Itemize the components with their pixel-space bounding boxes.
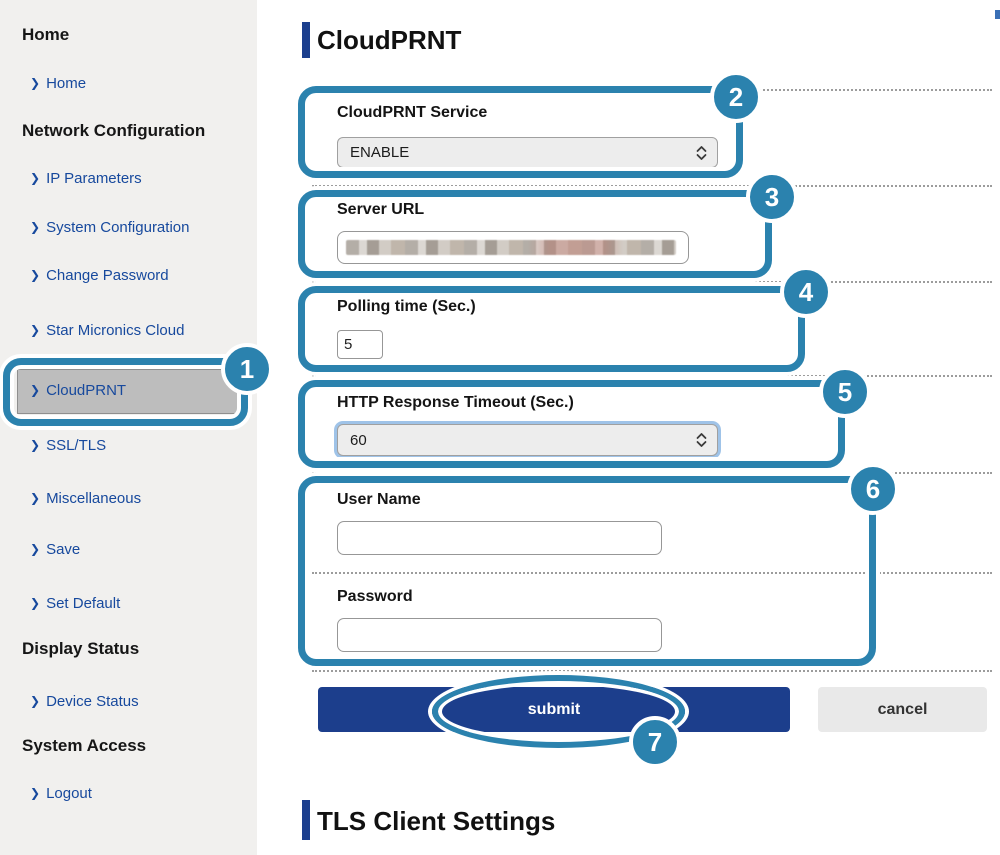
sidebar-item-save[interactable]: ❯ Save	[30, 541, 80, 558]
sidebar-item-ssl-tls[interactable]: ❯ SSL/TLS	[30, 437, 106, 454]
password-input[interactable]	[337, 618, 662, 652]
submit-button[interactable]: submit	[318, 687, 790, 732]
chevron-right-icon: ❯	[30, 542, 41, 556]
chevron-right-icon: ❯	[30, 694, 41, 708]
password-label: Password	[337, 588, 413, 605]
sidebar-item-star-micronics-cloud[interactable]: ❯ Star Micronics Cloud	[30, 322, 184, 339]
chevron-right-icon: ❯	[30, 438, 41, 452]
sidebar-item-label: IP Parameters	[46, 170, 142, 187]
sidebar-item-ip-parameters[interactable]: ❯ IP Parameters	[30, 170, 142, 187]
chevron-right-icon: ❯	[30, 786, 41, 800]
cloudprnt-service-label: CloudPRNT Service	[337, 104, 488, 121]
redacted-url-value	[346, 240, 676, 255]
sidebar-item-label: Home	[46, 75, 87, 92]
sidebar-item-label: SSL/TLS	[46, 437, 107, 454]
heading-accent-bar	[302, 22, 310, 58]
sidebar-item-cloudprnt[interactable]: ❯ CloudPRNT	[30, 382, 126, 399]
server-url-label: Server URL	[337, 201, 425, 218]
http-response-timeout-value: 60	[350, 431, 367, 449]
chevron-right-icon: ❯	[30, 171, 41, 185]
http-response-timeout-select[interactable]: 60	[337, 424, 718, 456]
heading-accent-bar	[302, 800, 310, 840]
sidebar-heading-display: Display Status	[22, 639, 140, 658]
sidebar-item-home[interactable]: ❯ Home	[30, 75, 86, 92]
callout-number-2: 2	[710, 71, 762, 123]
select-updown-icon	[695, 144, 708, 161]
row-separator	[312, 281, 992, 283]
polling-time-label: Polling time (Sec.)	[337, 298, 476, 315]
callout-number-6: 6	[847, 463, 899, 515]
sidebar-item-miscellaneous[interactable]: ❯ Miscellaneous	[30, 490, 141, 507]
sidebar-heading-home: Home	[22, 25, 70, 44]
chevron-right-icon: ❯	[30, 323, 41, 337]
edge-artifact	[995, 10, 1000, 19]
sidebar-item-label: System Configuration	[46, 219, 190, 236]
http-response-timeout-label: HTTP Response Timeout (Sec.)	[337, 394, 574, 411]
sidebar-item-logout[interactable]: ❯ Logout	[30, 785, 92, 802]
sidebar-nav: Home Network Configuration Display Statu…	[0, 0, 257, 855]
sidebar-item-label: Star Micronics Cloud	[46, 322, 185, 339]
active-item-highlight	[17, 369, 240, 414]
cancel-button[interactable]: cancel	[818, 687, 987, 732]
sidebar-item-label: CloudPRNT	[46, 382, 127, 399]
row-separator	[312, 185, 992, 187]
page-title: CloudPRNT	[317, 25, 462, 55]
sidebar-item-system-configuration[interactable]: ❯ System Configuration	[30, 219, 189, 236]
callout-number-4: 4	[780, 266, 832, 318]
callout-number-5: 5	[819, 366, 871, 418]
sidebar-item-label: Set Default	[46, 595, 121, 612]
sidebar-item-label: Miscellaneous	[46, 490, 142, 507]
sidebar-item-label: Save	[46, 541, 81, 558]
row-separator	[312, 89, 992, 91]
tls-section-title: TLS Client Settings	[317, 806, 556, 836]
polling-time-input[interactable]	[337, 330, 383, 359]
chevron-right-icon: ❯	[30, 491, 41, 505]
sidebar-item-label: Device Status	[46, 693, 139, 710]
chevron-right-icon: ❯	[30, 596, 41, 610]
sidebar-heading-network: Network Configuration	[22, 121, 206, 140]
chevron-right-icon: ❯	[30, 220, 41, 234]
row-separator	[312, 472, 992, 474]
chevron-right-icon: ❯	[30, 383, 41, 397]
sidebar-item-device-status[interactable]: ❯ Device Status	[30, 693, 139, 710]
row-separator	[312, 375, 992, 377]
callout-number-3: 3	[746, 171, 798, 223]
user-name-input[interactable]	[337, 521, 662, 555]
sidebar-item-label: Change Password	[46, 267, 169, 284]
cloudprnt-service-value: ENABLE	[350, 144, 410, 161]
user-name-label: User Name	[337, 491, 421, 508]
cloudprnt-service-select[interactable]: ENABLE	[337, 137, 718, 168]
sidebar-item-change-password[interactable]: ❯ Change Password	[30, 267, 169, 284]
row-separator	[312, 670, 992, 672]
sidebar-item-label: Logout	[46, 785, 92, 802]
row-separator	[312, 572, 992, 574]
chevron-right-icon: ❯	[30, 268, 41, 282]
select-updown-icon	[695, 432, 708, 449]
sidebar-item-set-default[interactable]: ❯ Set Default	[30, 595, 120, 612]
sidebar-heading-system: System Access	[22, 736, 147, 755]
chevron-right-icon: ❯	[30, 76, 41, 90]
